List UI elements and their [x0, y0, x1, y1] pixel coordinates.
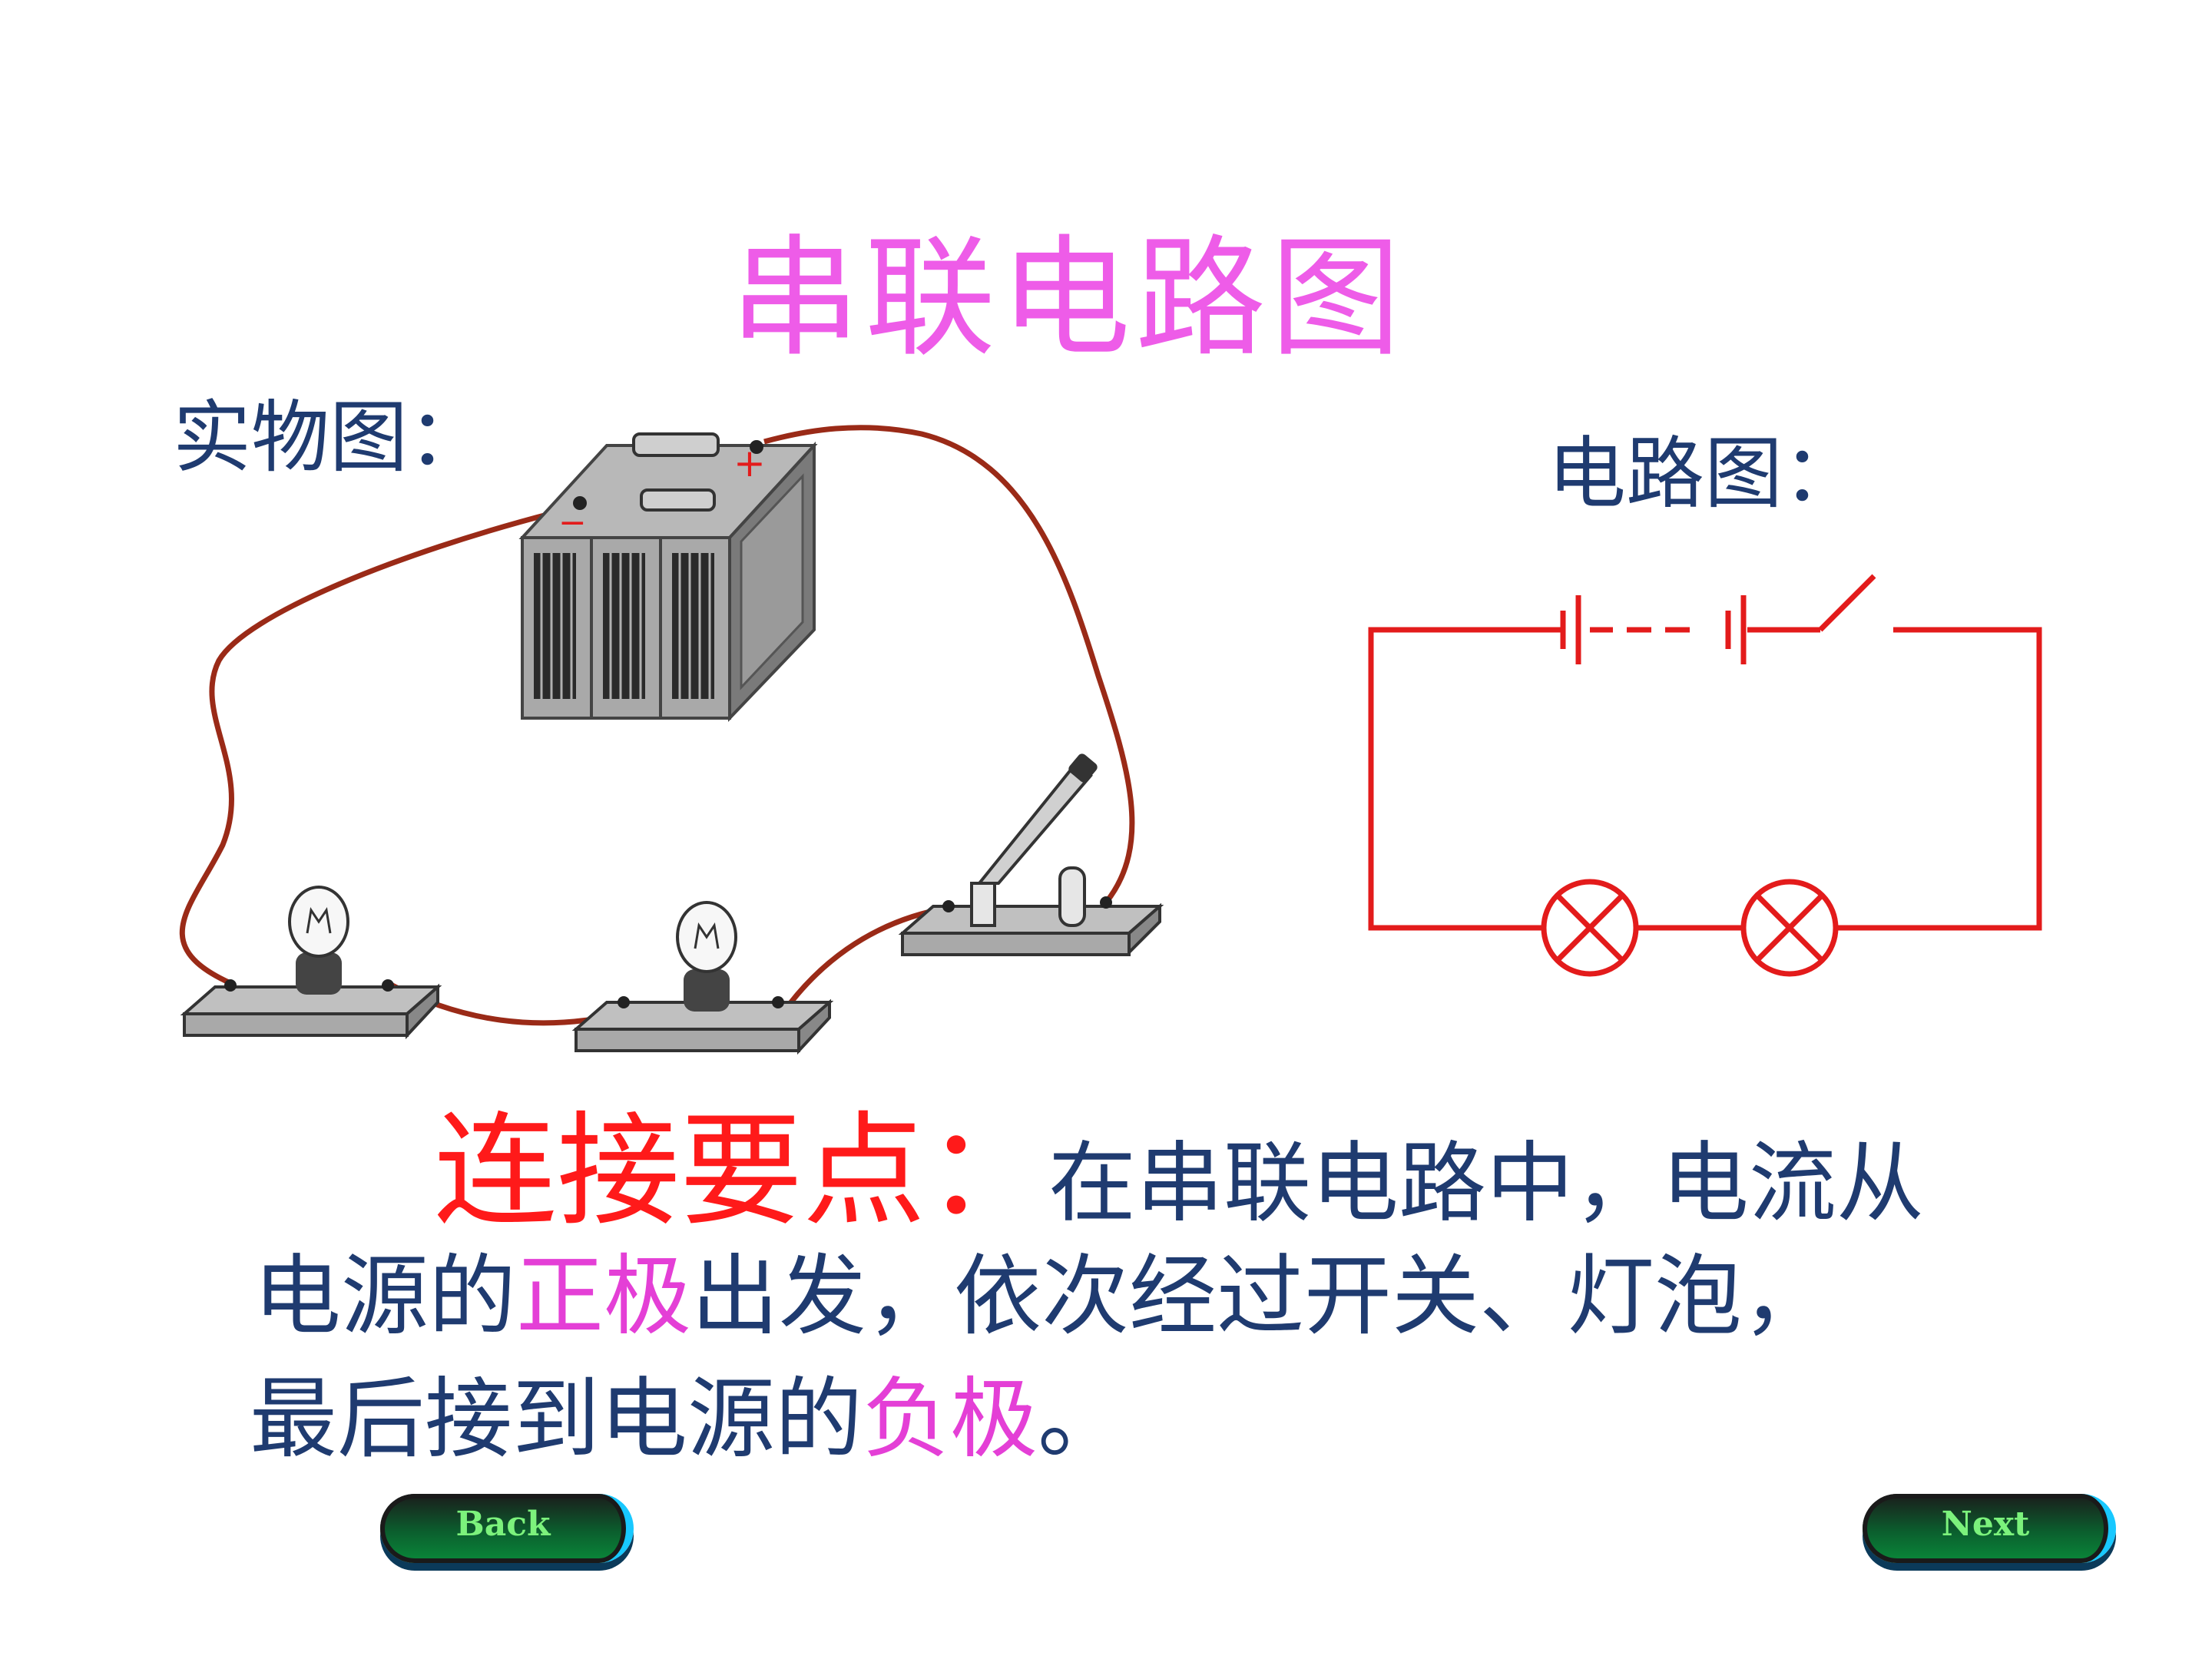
wire-bulb2-to-switch: [777, 905, 949, 1019]
schematic-wire-right: [1836, 627, 2042, 931]
schematic-battery-cell-2: [1725, 595, 1747, 664]
battery-pack: + −: [518, 432, 818, 722]
key-points-text-3b: 。: [1038, 1368, 1126, 1470]
key-points-line-2: 电源的正极出发，依次经过开关、灯泡，: [253, 1225, 1830, 1352]
schematic-lamp-2: [1740, 879, 1839, 977]
key-points-text-2a: 电源的: [253, 1245, 517, 1347]
bulb-1: [180, 886, 442, 1040]
back-button[interactable]: Back: [380, 1494, 634, 1563]
schematic-battery-cell-1: [1560, 595, 1581, 664]
back-button-label: Back: [455, 1505, 551, 1544]
key-points-text-3a: 最后接到电源的: [250, 1368, 863, 1470]
positive-pole-highlight: 正极: [516, 1245, 692, 1347]
schematic-diagram-label: 电路图：: [1548, 429, 1861, 520]
wire-switch-to-battery-pos: [763, 425, 1135, 905]
battery-negative-mark: −: [558, 503, 587, 542]
key-points-text-1: 在串联电路中，电流从: [1048, 1132, 1925, 1234]
page-title: 串联电路图: [730, 223, 1406, 375]
schematic-lamp-1: [1541, 879, 1639, 977]
negative-pole-highlight: 负极: [863, 1368, 1038, 1470]
bulb-2: [571, 901, 834, 1055]
schematic-wire-left: [1368, 627, 1563, 931]
schematic-circuit: [1368, 574, 2042, 977]
next-button-label: Next: [1941, 1505, 2030, 1544]
battery-positive-mark: +: [733, 441, 766, 485]
key-points-line-1: 连接要点：在串联电路中，电流从: [253, 1071, 1924, 1250]
next-button[interactable]: Next: [1863, 1494, 2116, 1563]
key-points-line-3: 最后接到电源的负极。: [250, 1348, 1125, 1475]
wire-battery-neg-to-bulb1: [179, 510, 554, 986]
physical-diagram-label: 实物图：: [173, 392, 486, 484]
key-points-text-2b: 出发，依次经过开关、灯泡，: [691, 1245, 1830, 1347]
schematic-switch: [1818, 574, 1876, 632]
key-points-heading: 连接要点：: [434, 1099, 1049, 1243]
knife-switch: [898, 753, 1164, 956]
physical-circuit: + −: [179, 425, 1164, 1055]
